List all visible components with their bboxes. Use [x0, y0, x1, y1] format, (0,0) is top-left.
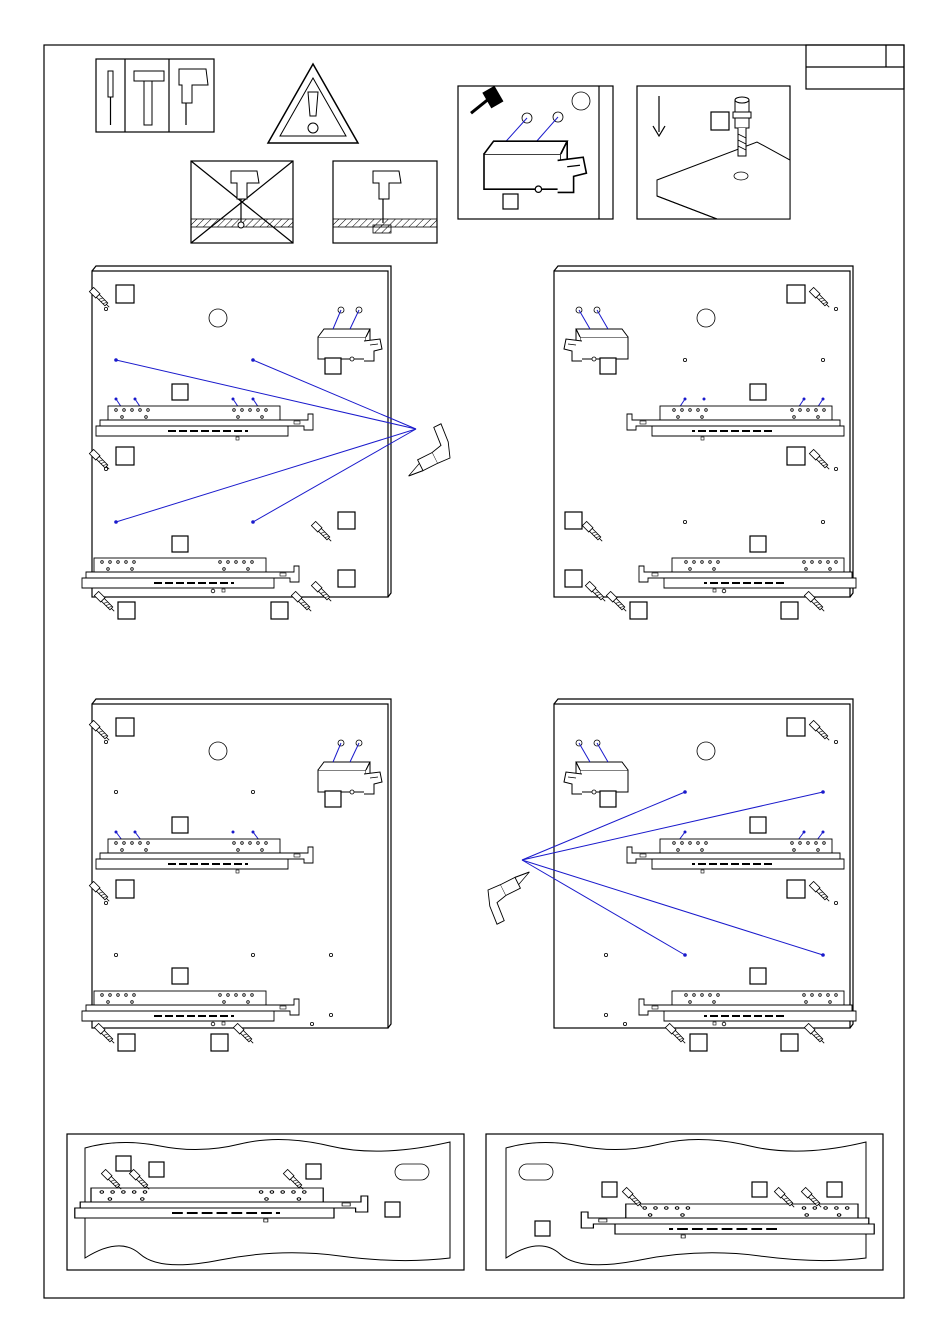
power-drill-icon — [179, 69, 208, 125]
side-panel-left-2 — [82, 699, 391, 1051]
page-frame — [44, 45, 904, 1298]
hammer-hinge-panel — [458, 86, 613, 219]
power-drill-icon — [488, 872, 529, 924]
wrong-drilling-panel — [191, 161, 293, 243]
dowel-press-panel — [637, 86, 790, 219]
hammer-icon — [465, 86, 503, 119]
screwdriver-icon — [108, 71, 113, 125]
hammer-icon — [134, 71, 164, 125]
correct-drilling-panel — [333, 161, 437, 243]
detail-view-right — [486, 1134, 883, 1270]
title-block — [806, 45, 904, 89]
warning-triangle-icon — [268, 64, 358, 143]
tools-panel — [96, 59, 214, 132]
power-drill-icon — [409, 424, 450, 476]
side-panel-right-1 — [554, 266, 856, 619]
side-panel-left-1 — [82, 266, 450, 619]
side-panel-right-2 — [488, 699, 856, 1051]
detail-view-left — [67, 1134, 464, 1270]
